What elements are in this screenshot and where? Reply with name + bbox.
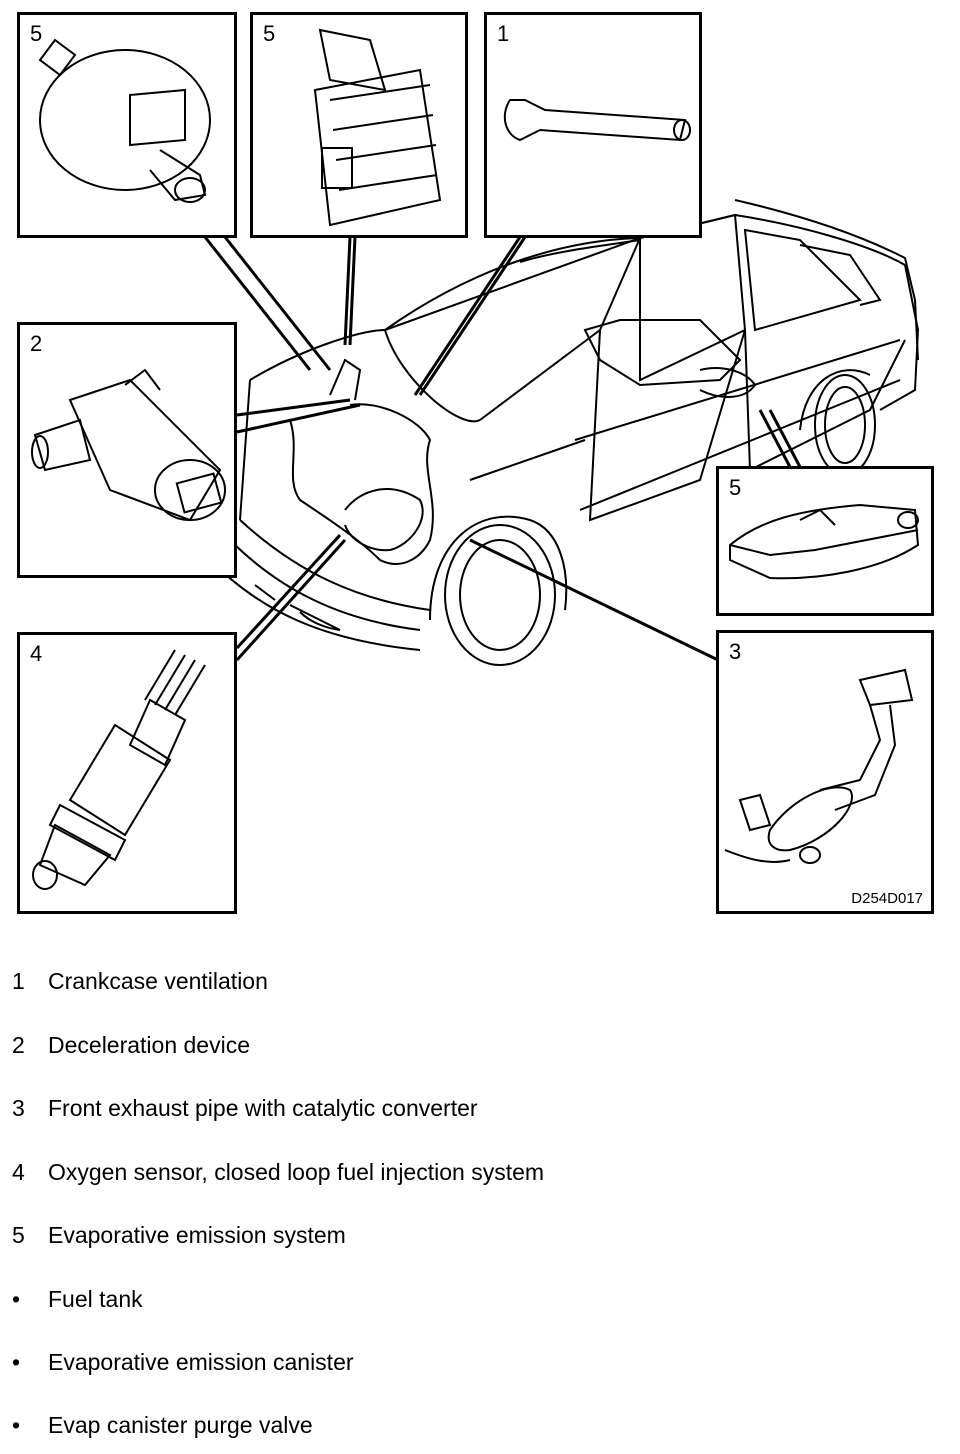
callout-box-crankcase-ventilation: 1 xyxy=(484,12,702,238)
leader-lines xyxy=(203,236,802,662)
legend-text: Evaporative emission canister xyxy=(48,1349,354,1375)
callout-number: 1 xyxy=(497,21,510,46)
legend-marker: 3 xyxy=(12,1095,25,1121)
legend-marker: 5 xyxy=(12,1222,25,1248)
callout-number: 5 xyxy=(263,21,276,46)
legend-item: • Fuel tank xyxy=(12,1284,143,1314)
figure-code: D254D017 xyxy=(851,890,923,907)
emission-components-diagram xyxy=(203,199,920,666)
callout-number: 2 xyxy=(30,331,43,356)
legend-text: Deceleration device xyxy=(48,1032,251,1058)
legend-marker: • xyxy=(12,1286,21,1312)
legend-text: Evaporative emission system xyxy=(48,1222,346,1248)
legend-text: Front exhaust pipe with catalytic conver… xyxy=(48,1095,478,1121)
legend-item: 3 Front exhaust pipe with catalytic conve… xyxy=(12,1093,478,1123)
car-illustration xyxy=(209,199,920,666)
callout-box-canister: 5 xyxy=(250,12,468,238)
callout-box-purge-valve: 5 xyxy=(17,12,237,238)
callout-number: 5 xyxy=(30,21,43,46)
legend-item: • Evaporative emission canister xyxy=(12,1347,354,1377)
callout-number: 3 xyxy=(729,639,742,664)
legend-text: Evap canister purge valve xyxy=(48,1412,313,1438)
legend-text: Crankcase ventilation xyxy=(48,968,268,994)
legend-marker: 1 xyxy=(12,968,25,994)
legend-marker: 4 xyxy=(12,1159,25,1185)
legend-marker: 2 xyxy=(12,1032,25,1058)
legend-item: • Evap canister purge valve xyxy=(12,1410,313,1440)
callout-box-oxygen-sensor: 4 xyxy=(17,632,237,914)
legend-marker: • xyxy=(12,1412,21,1438)
callout-number: 4 xyxy=(30,641,43,666)
legend-item: 5 Evaporative emission system xyxy=(12,1220,346,1250)
legend-item: 2 Deceleration device xyxy=(12,1030,250,1060)
legend-text: Fuel tank xyxy=(48,1286,143,1312)
legend-item: 4 Oxygen sensor, closed loop fuel injecti… xyxy=(12,1157,544,1187)
legend-marker: • xyxy=(12,1349,21,1375)
legend-text: Oxygen sensor, closed loop fuel injectio… xyxy=(48,1159,545,1185)
callout-box-deceleration-device: 2 xyxy=(17,322,237,578)
callout-number: 5 xyxy=(729,475,742,500)
callout-box-fuel-tank: 5 xyxy=(716,466,934,616)
callout-box-catalytic-converter: 3 D254D017 xyxy=(716,630,934,914)
legend-item: 1 Crankcase ventilation xyxy=(12,966,268,996)
